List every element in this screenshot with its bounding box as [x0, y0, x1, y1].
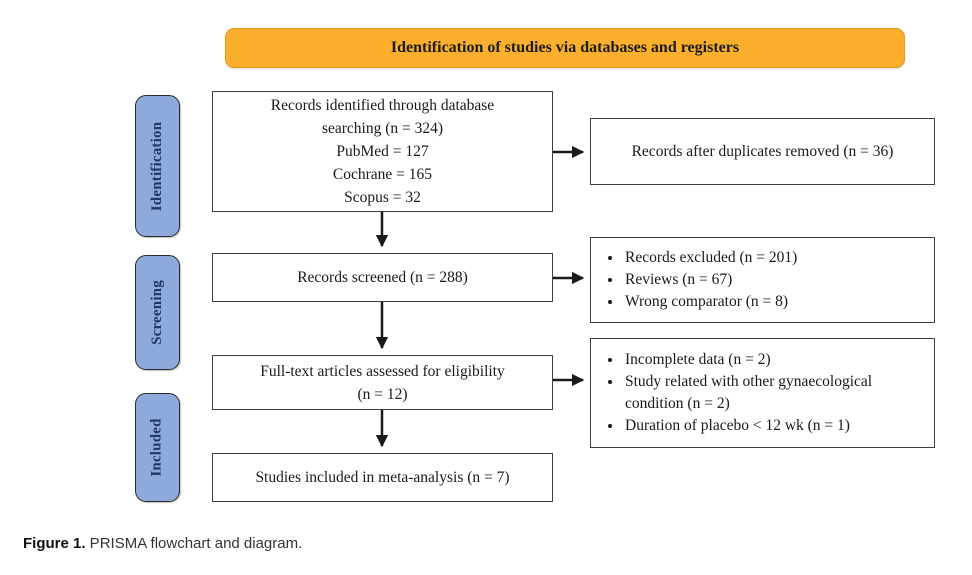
- exclusion-list: Records excluded (n = 201) Reviews (n = …: [591, 247, 805, 313]
- box-line: Scopus = 32: [344, 189, 421, 206]
- figure-caption-text: PRISMA flowchart and diagram.: [85, 535, 303, 552]
- box-line: Records after duplicates removed (n = 36…: [631, 143, 894, 160]
- exclusion-item: Duration of placebo < 12 wk (n = 1): [623, 415, 926, 437]
- stage-identification-label: Identification: [149, 121, 165, 211]
- figure-caption: Figure 1. PRISMA flowchart and diagram.: [23, 535, 302, 552]
- exclusion-list: Incomplete data (n = 2) Study related wi…: [591, 349, 934, 437]
- box-studies-included: Studies included in meta-analysis (n = 7…: [212, 453, 553, 502]
- box-fulltext-assessed: Full-text articles assessed for eligibil…: [212, 355, 553, 410]
- stage-screening: Screening: [135, 255, 180, 370]
- exclusion-item: Wrong comparator (n = 8): [623, 291, 797, 313]
- stage-included: Included: [135, 393, 180, 502]
- stage-included-label: Included: [149, 418, 166, 477]
- box-line: Full-text articles assessed for eligibil…: [260, 362, 505, 380]
- box-line: searching (n = 324): [321, 120, 444, 137]
- figure-caption-label: Figure 1.: [23, 535, 86, 552]
- exclusion-item: Incomplete data (n = 2): [623, 349, 926, 371]
- box-records-excluded: Records excluded (n = 201) Reviews (n = …: [590, 237, 935, 323]
- box-records-identified: Records identified through database sear…: [212, 91, 553, 212]
- box-duplicates-removed: Records after duplicates removed (n = 36…: [590, 118, 935, 185]
- box-line: PubMed = 127: [336, 143, 429, 160]
- box-line: Cochrane = 165: [332, 166, 433, 183]
- header-banner: Identification of studies via databases …: [225, 28, 905, 68]
- box-line: (n = 12): [357, 385, 408, 403]
- exclusion-item: Records excluded (n = 201): [623, 247, 797, 269]
- header-title: Identification of studies via databases …: [390, 39, 740, 56]
- stage-identification: Identification: [135, 95, 180, 237]
- box-line: Records identified through database: [270, 97, 495, 114]
- box-fulltext-excluded: Incomplete data (n = 2) Study related wi…: [590, 338, 935, 448]
- box-line: Records screened (n = 288): [297, 269, 468, 286]
- box-line: Studies included in meta-analysis (n = 7…: [255, 469, 510, 486]
- box-records-screened: Records screened (n = 288): [212, 253, 553, 302]
- exclusion-item: Reviews (n = 67): [623, 269, 797, 291]
- stage-screening-label: Screening: [149, 280, 166, 345]
- exclusion-item: Study related with other gynaecological …: [623, 371, 926, 415]
